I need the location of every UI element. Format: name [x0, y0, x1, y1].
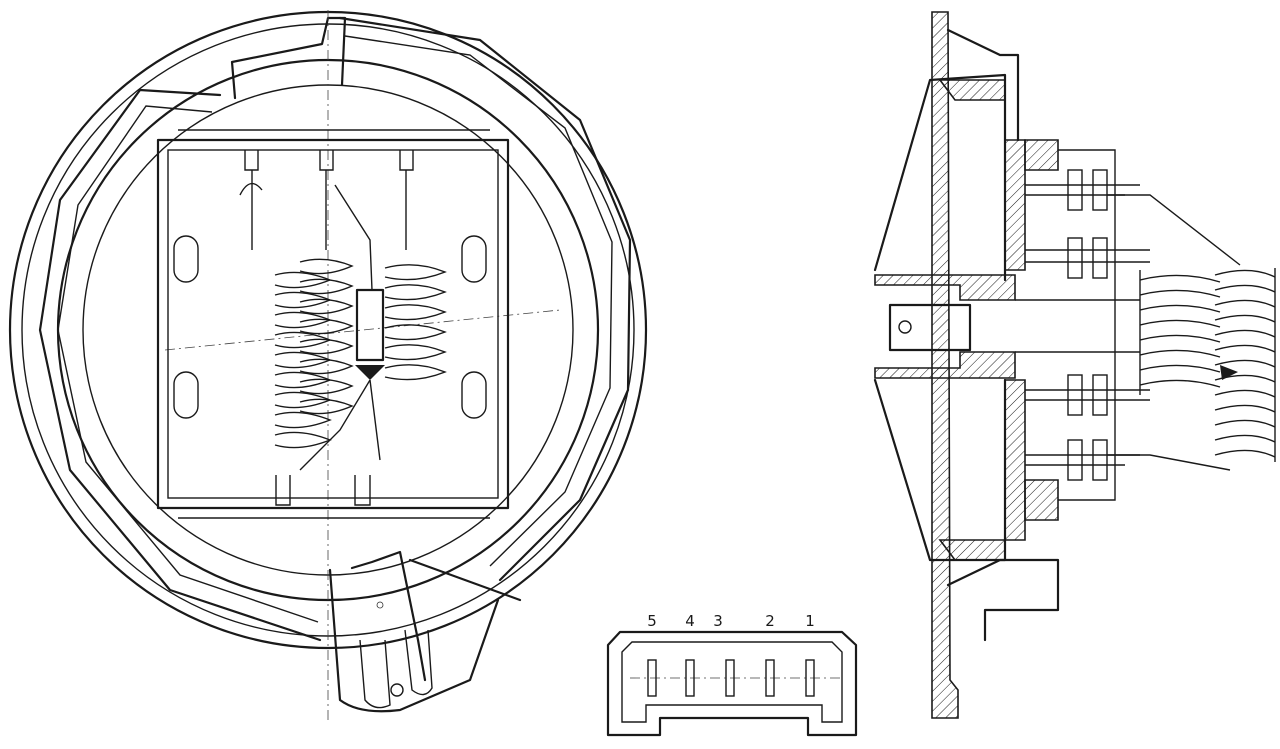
- shaft-pin: [898, 320, 912, 334]
- connector-pin-hole: [390, 683, 404, 697]
- pin-label-2: 2: [765, 612, 775, 630]
- connector-shell: [606, 630, 858, 737]
- flange-lower-right: [408, 558, 522, 602]
- front-view: [8, 10, 648, 720]
- fuse-solder-joint: [355, 365, 385, 380]
- shaft-upper-wall: [874, 274, 1016, 301]
- pin-label-4: 4: [685, 612, 695, 630]
- slot-lower-right: [461, 371, 487, 419]
- plate-top-step: [946, 28, 1020, 142]
- slot-lower-left: [173, 371, 199, 419]
- connector-pin-2: [765, 659, 775, 697]
- crossing-wire: [239, 182, 373, 291]
- pin-label-1: 1: [805, 612, 815, 630]
- connector-shell-inner: [621, 641, 843, 723]
- side-coil: [1107, 194, 1276, 471]
- terminal-stack: [1025, 149, 1150, 501]
- shaft-bore: [888, 303, 972, 352]
- boss-upper: [1024, 139, 1059, 171]
- resistor-board-inner: [167, 149, 499, 499]
- flange-right: [338, 16, 632, 582]
- plate-bottom-step: [946, 558, 1060, 642]
- connector-pin-3: [725, 659, 735, 697]
- pin-label-5: 5: [647, 612, 657, 630]
- pin-label-3: 3: [713, 612, 723, 630]
- connector-pin-5: [647, 659, 657, 697]
- flange-left: [38, 88, 322, 642]
- housing-lower-hatch: [938, 539, 1006, 561]
- flange-lower: [1004, 379, 1026, 541]
- connector-pin-1: [805, 659, 815, 697]
- side-view: [873, 11, 1276, 719]
- top-terminals: [244, 150, 414, 171]
- lead-wires: [251, 170, 407, 250]
- thermal-fuse: [355, 288, 385, 362]
- coil-left: [274, 258, 354, 449]
- connector-prongs: [359, 629, 433, 709]
- coil-right: [384, 264, 447, 381]
- fuse-leads: [299, 379, 381, 471]
- bottom-terminals: [275, 475, 371, 506]
- flange-right-edge: [344, 35, 613, 567]
- connector-dot: [376, 601, 384, 609]
- mounting-plate: [931, 11, 959, 719]
- slot-upper-right: [461, 235, 487, 283]
- flange-upper: [1004, 139, 1026, 271]
- connector-pin-4: [685, 659, 695, 697]
- housing-upper-hatch: [938, 79, 1006, 101]
- connector-tab: [328, 568, 500, 713]
- shaft-extension: [1015, 299, 1140, 353]
- resistor-board: [156, 138, 510, 510]
- flange-left-edge: [57, 105, 319, 623]
- connector-plug: [350, 550, 427, 682]
- boss-lower: [1024, 479, 1059, 521]
- horizontal-center-line: [164, 309, 561, 351]
- slot-upper-left: [173, 235, 199, 283]
